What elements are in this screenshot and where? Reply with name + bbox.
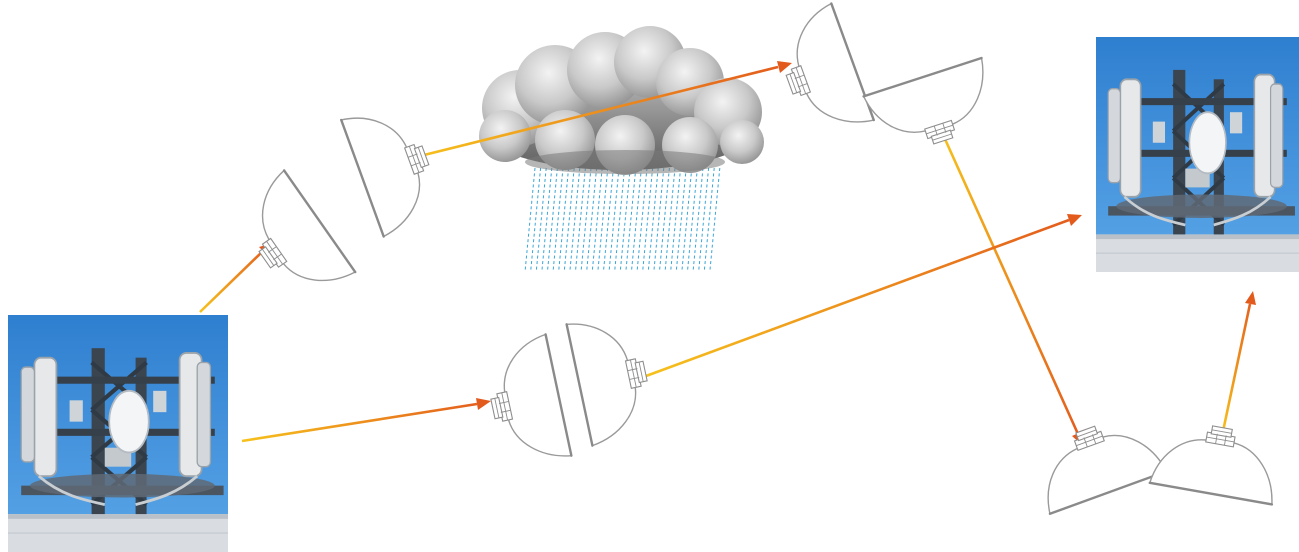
rain-streak: [587, 168, 597, 272]
rain-streak: [542, 168, 552, 272]
rain-streak: [592, 168, 602, 272]
rain-streak: [603, 168, 613, 272]
rain-streak: [564, 168, 574, 272]
dish-antenna-icon: [480, 334, 571, 469]
cell-tower-photo-right: [1096, 37, 1299, 272]
dish-antenna-icon: [229, 170, 355, 310]
rain-streak: [626, 168, 636, 272]
rain-streak: [648, 168, 658, 272]
dish-antenna-icon: [864, 58, 1003, 160]
rain-streak: [559, 168, 569, 272]
rain-streak: [659, 168, 669, 272]
rain-streak: [525, 168, 535, 272]
rain-streak: [676, 168, 686, 272]
dish-antenna-icon: [1150, 417, 1284, 505]
rain-streak: [553, 168, 563, 272]
rain-streak: [547, 168, 557, 272]
rain-streak: [671, 168, 681, 272]
dish-antenna-icon: [567, 310, 658, 445]
rain-streak: [536, 168, 546, 272]
rain-streak: [637, 168, 647, 272]
dish-antenna-icon: [768, 4, 873, 143]
rain: [525, 168, 720, 272]
rain-streak: [609, 168, 619, 272]
rain-streak: [531, 168, 541, 272]
rain-streak: [654, 168, 664, 272]
dish-antenna-icon: [341, 97, 446, 236]
arrow-left-tower-to-middle-dish: [242, 398, 491, 441]
rain-cloud-icon: [479, 26, 764, 175]
dish-antenna-icon: [1027, 408, 1166, 513]
rain-streak: [615, 168, 625, 272]
rain-streak: [620, 168, 630, 272]
rain-streak: [581, 168, 591, 272]
rain-streak: [710, 168, 720, 272]
arrow-top-dish-to-bottom-right-dish: [940, 128, 1083, 446]
rain-streak: [693, 168, 703, 272]
rain-streak: [682, 168, 692, 272]
rain-streak: [665, 168, 675, 272]
rain-streak: [687, 168, 697, 272]
rain-streak: [631, 168, 641, 272]
arrow-bottom-dish-to-right-tower: [1222, 291, 1256, 436]
rain-streak: [598, 168, 608, 272]
rain-streak: [575, 168, 585, 272]
rain-streak: [643, 168, 653, 272]
rain-streak: [570, 168, 580, 272]
rain-streak: [704, 168, 714, 272]
rain-streak: [699, 168, 709, 272]
cell-tower-photo-left: [8, 315, 228, 552]
